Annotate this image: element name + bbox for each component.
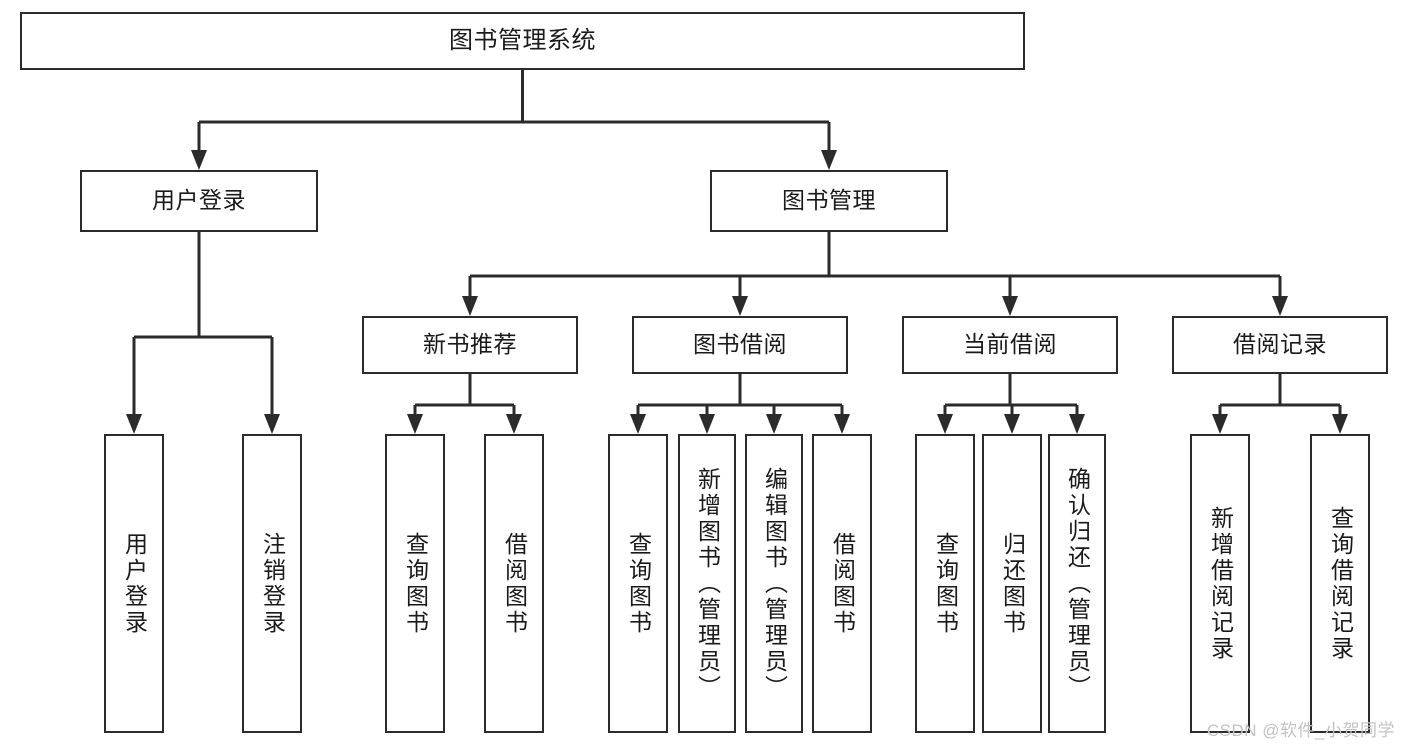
node-label-cr-return: 归还图书: [999, 531, 1026, 636]
node-rc-add[interactable]: 新增借阅记录: [1190, 434, 1250, 733]
node-label-bw-add: 新增图书（管理员）: [694, 466, 721, 701]
node-bw-query[interactable]: 查询图书: [608, 434, 668, 733]
node-login[interactable]: 用户登录: [80, 170, 318, 232]
node-rc-query[interactable]: 查询借阅记录: [1310, 434, 1370, 733]
node-nb-borrow[interactable]: 借阅图书: [484, 434, 544, 733]
node-bw-lend[interactable]: 借阅图书: [812, 434, 872, 733]
node-login-out[interactable]: 注销登录: [242, 434, 302, 733]
node-label-newbook: 新书推荐: [423, 331, 517, 358]
node-label-cr-confirm: 确认归还（管理员）: [1064, 466, 1091, 701]
node-current[interactable]: 当前借阅: [902, 316, 1118, 374]
node-label-bw-query: 查询图书: [625, 531, 652, 636]
node-label-nb-borrow: 借阅图书: [501, 531, 528, 636]
node-label-login-in: 用户登录: [121, 531, 148, 636]
watermark-label: CSDN @软件_小贺同学: [1206, 721, 1395, 740]
node-cr-confirm[interactable]: 确认归还（管理员）: [1048, 434, 1106, 733]
node-bw-edit[interactable]: 编辑图书（管理员）: [745, 434, 803, 733]
node-bw-add[interactable]: 新增图书（管理员）: [678, 434, 736, 733]
node-label-bw-lend: 借阅图书: [829, 531, 856, 636]
node-login-in[interactable]: 用户登录: [104, 434, 164, 733]
node-newbook[interactable]: 新书推荐: [362, 316, 578, 374]
node-label-current: 当前借阅: [963, 331, 1057, 358]
node-label-rc-add: 新增借阅记录: [1207, 505, 1234, 662]
node-label-records: 借阅记录: [1233, 331, 1327, 358]
node-label-bw-edit: 编辑图书（管理员）: [761, 466, 788, 701]
node-label-root: 图书管理系统: [449, 26, 596, 54]
node-label-cr-query: 查询图书: [932, 531, 959, 636]
node-bookmgmt[interactable]: 图书管理: [710, 170, 948, 232]
node-cr-query[interactable]: 查询图书: [915, 434, 975, 733]
node-label-login: 用户登录: [152, 187, 246, 214]
node-label-rc-query: 查询借阅记录: [1327, 505, 1354, 662]
node-label-nb-query: 查询图书: [402, 531, 429, 636]
node-borrow[interactable]: 图书借阅: [632, 316, 848, 374]
node-records[interactable]: 借阅记录: [1172, 316, 1388, 374]
node-nb-query[interactable]: 查询图书: [385, 434, 445, 733]
node-label-borrow: 图书借阅: [693, 331, 787, 358]
node-label-bookmgmt: 图书管理: [782, 187, 876, 214]
node-label-login-out: 注销登录: [259, 531, 286, 636]
node-cr-return[interactable]: 归还图书: [982, 434, 1042, 733]
node-root[interactable]: 图书管理系统: [20, 12, 1025, 70]
